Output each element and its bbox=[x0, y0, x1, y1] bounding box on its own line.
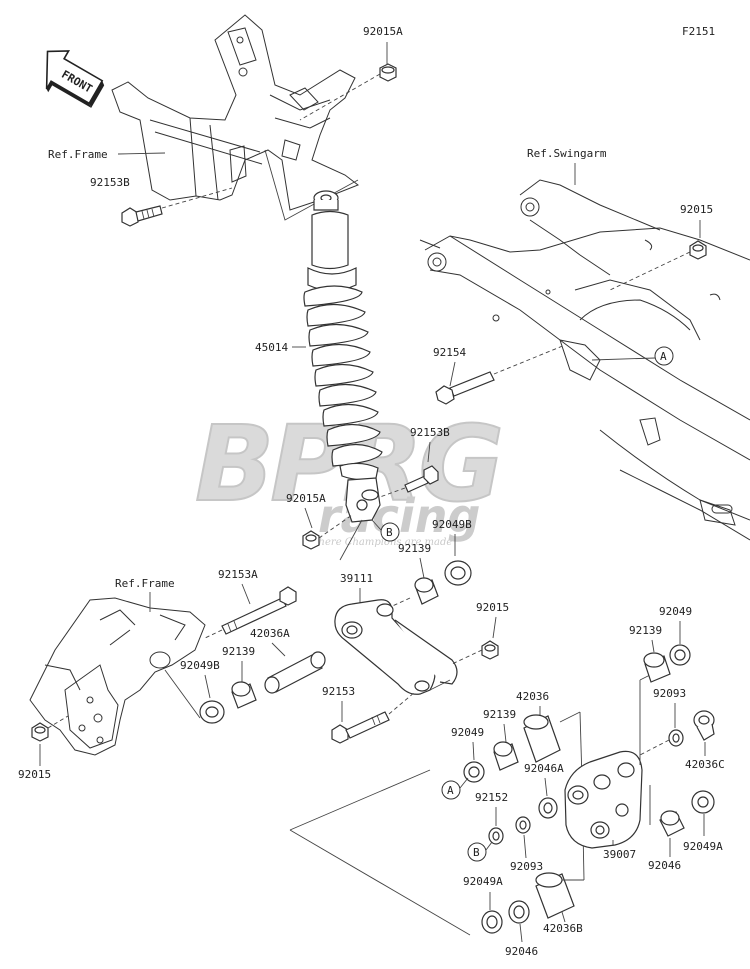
label-92153A: 92153A bbox=[218, 568, 258, 581]
label-92153: 92153 bbox=[322, 685, 355, 698]
callout-A-sw-text: A bbox=[660, 350, 667, 363]
ref-frame-bottom: Ref.Frame bbox=[115, 577, 175, 590]
callout-A-sw: A bbox=[654, 346, 674, 366]
label-39007: 39007 bbox=[603, 848, 636, 861]
seal-92049A-c bbox=[481, 910, 503, 934]
label-92093-c: 92093 bbox=[510, 860, 543, 873]
label-92153B-top: 92153B bbox=[90, 176, 130, 189]
collar-42036C bbox=[693, 710, 715, 741]
nut-92015-link bbox=[481, 640, 499, 660]
seal-92049B-mid bbox=[444, 560, 472, 586]
bearing-92046-r bbox=[659, 810, 685, 837]
label-42036A: 42036A bbox=[250, 627, 290, 640]
callout-B-mid-text: B bbox=[386, 526, 393, 539]
label-45014: 45014 bbox=[255, 341, 288, 354]
label-92049B-left: 92049B bbox=[180, 659, 220, 672]
callout-A-lower: A bbox=[441, 780, 461, 800]
washer-92152 bbox=[488, 827, 504, 845]
label-42036C: 42036C bbox=[685, 758, 725, 771]
callout-B-mid: B bbox=[380, 522, 400, 542]
label-39111: 39111 bbox=[340, 572, 373, 585]
bolt-92153B-mid bbox=[404, 465, 439, 493]
label-92049B-mid: 92049B bbox=[432, 518, 472, 531]
rocker-arm-39007 bbox=[564, 750, 643, 849]
label-92139-c: 92139 bbox=[483, 708, 516, 721]
collar-42036 bbox=[523, 714, 561, 763]
bolt-92153 bbox=[331, 711, 390, 744]
bolt-92153A bbox=[221, 586, 297, 635]
bolt-92153B-top bbox=[121, 205, 163, 227]
nut-92015-sw bbox=[689, 240, 707, 260]
ref-swingarm: Ref.Swingarm bbox=[527, 147, 607, 160]
front-arrow-icon: FRONT bbox=[45, 50, 105, 108]
label-92139-r: 92139 bbox=[629, 624, 662, 637]
nut-92015A-top bbox=[379, 63, 397, 82]
label-92015A-top: 92015A bbox=[363, 25, 403, 38]
label-92139-mid: 92139 bbox=[398, 542, 431, 555]
label-92015A-mid: 92015A bbox=[286, 492, 326, 505]
label-92046A: 92046A bbox=[524, 762, 564, 775]
nut-92015A-mid bbox=[302, 530, 320, 550]
callout-B-lower-text: B bbox=[473, 846, 480, 859]
frame-lower bbox=[29, 597, 206, 756]
label-92154: 92154 bbox=[433, 346, 466, 359]
label-92049A-c: 92049A bbox=[463, 875, 503, 888]
swingarm bbox=[419, 179, 750, 541]
label-92093-r: 92093 bbox=[653, 687, 686, 700]
bushing-92139-r bbox=[643, 652, 671, 683]
label-92139-left: 92139 bbox=[222, 645, 255, 658]
label-92015-link: 92015 bbox=[476, 601, 509, 614]
label-92152: 92152 bbox=[475, 791, 508, 804]
label-92015-left: 92015 bbox=[18, 768, 51, 781]
label-42036: 42036 bbox=[516, 690, 549, 703]
ref-frame-top: Ref.Frame bbox=[48, 148, 108, 161]
collar-42036A bbox=[264, 651, 326, 694]
label-92046-c: 92046 bbox=[505, 945, 538, 958]
bolt-92154 bbox=[435, 371, 495, 405]
bearing-92046A bbox=[538, 797, 558, 819]
watermark-tagline: where Champions are made bbox=[310, 537, 452, 548]
figure-code: F2151 bbox=[682, 25, 715, 38]
label-92049A-r: 92049A bbox=[683, 840, 723, 853]
seal-92049A-r bbox=[691, 790, 715, 814]
bushing-92139-c bbox=[493, 741, 519, 771]
frame-upper bbox=[111, 14, 360, 211]
watermark-sub: racing bbox=[318, 489, 480, 543]
oring-92093-c bbox=[515, 816, 531, 834]
shock-absorber-45014 bbox=[303, 190, 383, 523]
callout-B-lower: B bbox=[467, 842, 487, 862]
collar-42036B bbox=[535, 872, 575, 919]
label-92153B-mid: 92153B bbox=[410, 426, 450, 439]
bushing-92139-left bbox=[231, 681, 257, 709]
nut-92015-left bbox=[31, 722, 49, 742]
seal-92049-c bbox=[463, 761, 485, 783]
oring-92093-r bbox=[668, 729, 684, 747]
label-92049-c: 92049 bbox=[451, 726, 484, 739]
label-92046-r: 92046 bbox=[648, 859, 681, 872]
label-92049-r: 92049 bbox=[659, 605, 692, 618]
label-42036B: 42036B bbox=[543, 922, 583, 935]
bearing-92046-c bbox=[508, 900, 530, 924]
label-92015-sw: 92015 bbox=[680, 203, 713, 216]
bushing-92139-mid bbox=[414, 577, 439, 605]
callout-A-lower-text: A bbox=[447, 784, 454, 797]
link-39111 bbox=[334, 599, 458, 695]
seal-92049B-left bbox=[199, 700, 225, 724]
seal-92049-r bbox=[669, 644, 691, 666]
